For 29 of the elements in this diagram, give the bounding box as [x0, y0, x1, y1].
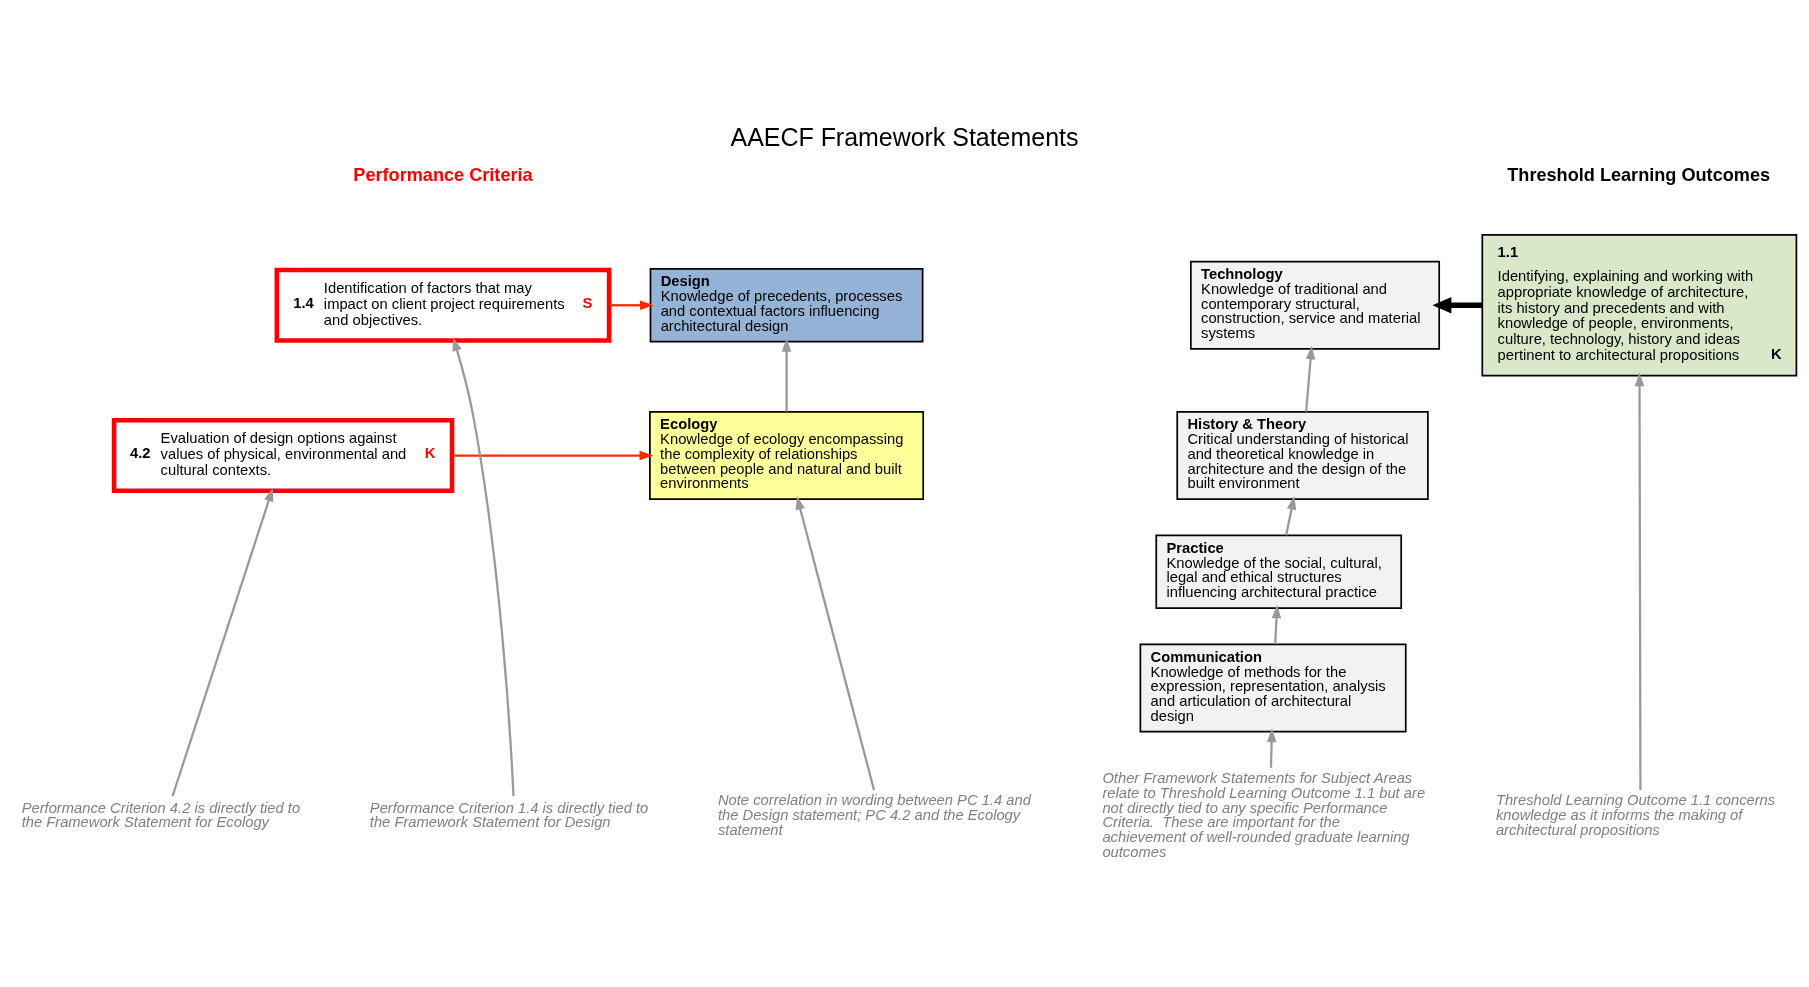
- arrow: [1305, 345, 1316, 412]
- arrow: [171, 487, 274, 797]
- node-box: History & Theory Critical understanding of historical and theoretical knowledge in architecture and the design of the built environment: [1176, 411, 1429, 501]
- arrow: [1432, 296, 1483, 314]
- diagram-title: AAECF Framework Statements: [730, 123, 1079, 152]
- node-box: 1.1 Identifying, explaining and working with appropriate knowledge of architecture, its history and precedents and with knowledge of people, environments, culture, technology, history and ideas pertinent to architectural propositions K: [1481, 234, 1798, 377]
- node-text: Note correlation in wording between PC 1.4 and the Design statement; PC 4.2 and the Ecology statement: [717, 792, 1031, 838]
- node-text: Performance Criterion 4.2 is directly tied to the Framework Statement for Ecology: [21, 799, 301, 831]
- label: Threshold Learning Outcomes: [1507, 165, 1771, 186]
- arrow: [1266, 728, 1277, 768]
- label: Performance Criteria: [353, 165, 533, 186]
- arrow: [452, 337, 515, 797]
- node-box: Ecology Knowledge of ecology encompassing the complexity of relationships between people and natural and built environments: [649, 411, 925, 501]
- node-text: Performance Criterion 1.4 is directly tied to the Framework Statement for Design: [369, 799, 649, 831]
- node-box: 4.2 Evaluation of design options against values of physical, environmental and cultural contexts. K: [111, 418, 455, 493]
- arrow: [1634, 372, 1645, 790]
- node-box: Communication Knowledge of methods for the expression, representation, analysis and articulation of architectural design: [1139, 643, 1407, 733]
- arrow: [452, 450, 654, 461]
- node-box: Technology Knowledge of traditional and contemporary structural, construction, service and material systems: [1190, 260, 1441, 350]
- node-box: Design Knowledge of precedents, processes and contextual factors influencing architectural design: [649, 268, 924, 343]
- node-box: Practice Knowledge of the social, cultural, legal and ethical structures influencing architectural practice: [1155, 534, 1403, 609]
- arrow: [1271, 604, 1282, 645]
- node-text: Other Framework Statements for Subject Areas relate to Threshold Learning Outcome 1.1 but are not directly tied to any specific Performance Criteria. These are important for the achievement of well-rounded graduate learning outcomes: [1102, 770, 1426, 860]
- node-text: Threshold Learning Outcome 1.1 concerns knowledge as it informs the making of architectural propositions: [1495, 792, 1776, 838]
- arrow: [1285, 495, 1297, 536]
- arrow: [795, 495, 876, 791]
- arrow: [609, 300, 654, 311]
- node-box: 1.4 Identification of factors that may impact on client project requirements and objectives. S: [274, 267, 612, 343]
- arrow: [781, 338, 792, 412]
